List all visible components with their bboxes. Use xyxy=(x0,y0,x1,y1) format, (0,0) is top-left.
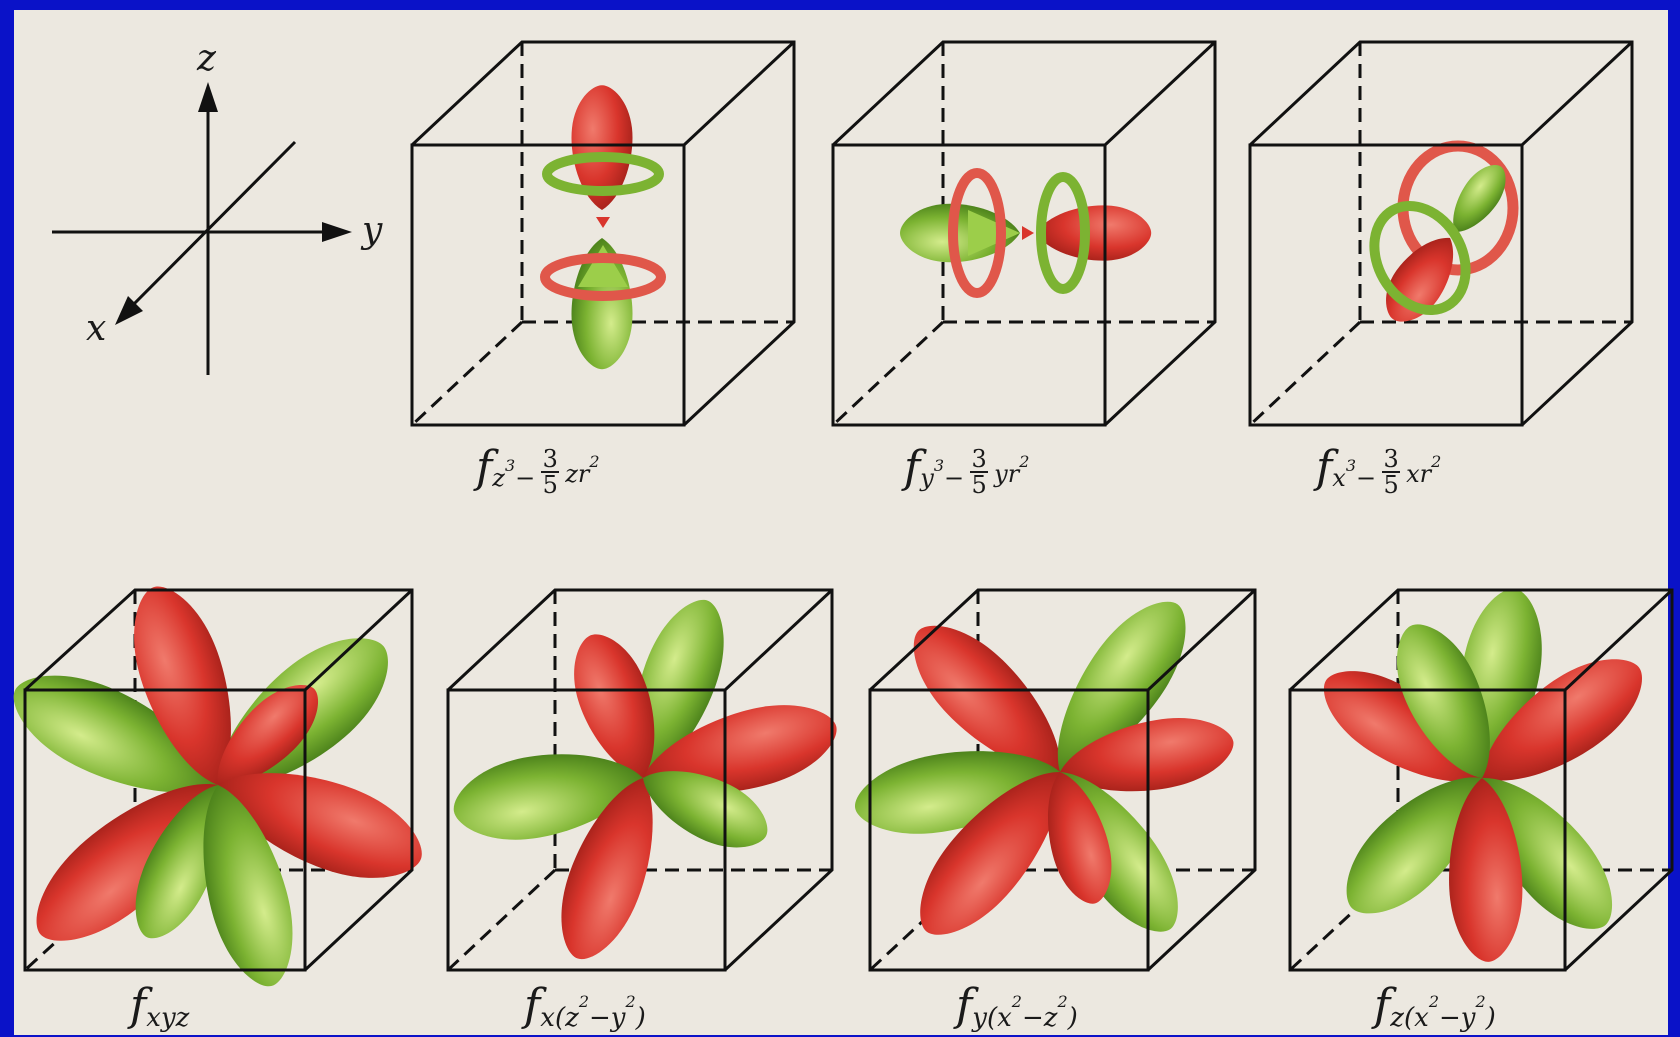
caption-symbol: f xyxy=(1316,442,1332,493)
orbital-fz-x2-y2 xyxy=(1307,582,1662,963)
y-arrow-icon xyxy=(322,222,352,242)
caption-tail-power: 2 xyxy=(589,452,599,471)
caption-sub: y xyxy=(920,464,934,492)
caption-sup: 2 xyxy=(1057,992,1067,1011)
caption-sub: ) xyxy=(636,1003,646,1033)
caption-sub: ) xyxy=(1068,1003,1078,1033)
caption-minus: − xyxy=(944,464,964,492)
cube-fxyz xyxy=(0,575,436,996)
caption-minus: − xyxy=(515,464,535,492)
caption-tail: yr xyxy=(994,460,1019,488)
caption-sub-power: 3 xyxy=(934,456,944,475)
frac-num: 3 xyxy=(543,447,558,471)
caption-sub: z xyxy=(492,464,505,492)
caption-sup: 2 xyxy=(1475,992,1485,1011)
frac-num: 3 xyxy=(1384,447,1399,471)
caption-sub: −y xyxy=(1439,1003,1475,1033)
y-axis-label: y xyxy=(362,210,382,251)
caption-tail: xr xyxy=(1406,460,1431,488)
caption-sub: −y xyxy=(589,1003,625,1033)
orbital-fy3 xyxy=(900,173,1151,293)
z-arrow-icon xyxy=(198,82,218,112)
caption-sup: 2 xyxy=(1012,992,1022,1011)
frac-num: 3 xyxy=(972,447,987,471)
caption-tail-power: 2 xyxy=(1019,452,1029,471)
cube-fx-z2-y2 xyxy=(447,588,846,971)
caption-sub: x xyxy=(1332,464,1346,492)
orbital-fxyz xyxy=(0,575,436,996)
frac-den: 5 xyxy=(543,473,558,497)
z-axis-label: z xyxy=(197,38,216,79)
caption-sub: z(x xyxy=(1390,1003,1429,1033)
frac-den: 5 xyxy=(1384,473,1399,497)
caption-symbol: f xyxy=(1374,980,1390,1031)
caption-sub-power: 3 xyxy=(1346,456,1356,475)
cube-fy3 xyxy=(833,42,1215,425)
cube-fy-x2-z2 xyxy=(848,582,1255,970)
lobe-red xyxy=(1036,205,1151,260)
caption-sub: −z xyxy=(1022,1003,1057,1033)
caption-sup: 2 xyxy=(579,992,589,1011)
caption-symbol: f xyxy=(130,980,146,1031)
caption-tail: zr xyxy=(565,460,589,488)
caption-tail-power: 2 xyxy=(1431,452,1441,471)
frac-den: 5 xyxy=(972,473,987,497)
orbital-fz3 xyxy=(545,85,661,369)
caption-sup: 2 xyxy=(1429,992,1439,1011)
caption-symbol: f xyxy=(904,442,920,493)
caption-minus: − xyxy=(1356,464,1376,492)
caption-sub: y(x xyxy=(972,1003,1012,1033)
orbital-fx3 xyxy=(1356,146,1516,334)
caption-sub: xyz xyxy=(146,1003,189,1033)
cube-fz3 xyxy=(412,42,794,425)
x-axis xyxy=(128,142,295,310)
caption-symbol: f xyxy=(476,442,492,493)
caption-sub-power: 3 xyxy=(505,456,515,475)
caption-symbol: f xyxy=(524,980,540,1031)
caption-symbol: f xyxy=(956,980,972,1031)
x-axis-label: x xyxy=(86,308,106,349)
caption-sub: x(z xyxy=(540,1003,579,1033)
cube-fz-x2-y2 xyxy=(1290,582,1672,970)
caption-sub: ) xyxy=(1486,1003,1496,1033)
caption-sup: 2 xyxy=(625,992,635,1011)
orbital-fy-x2-z2 xyxy=(848,582,1239,956)
cube-fx3 xyxy=(1250,42,1632,425)
